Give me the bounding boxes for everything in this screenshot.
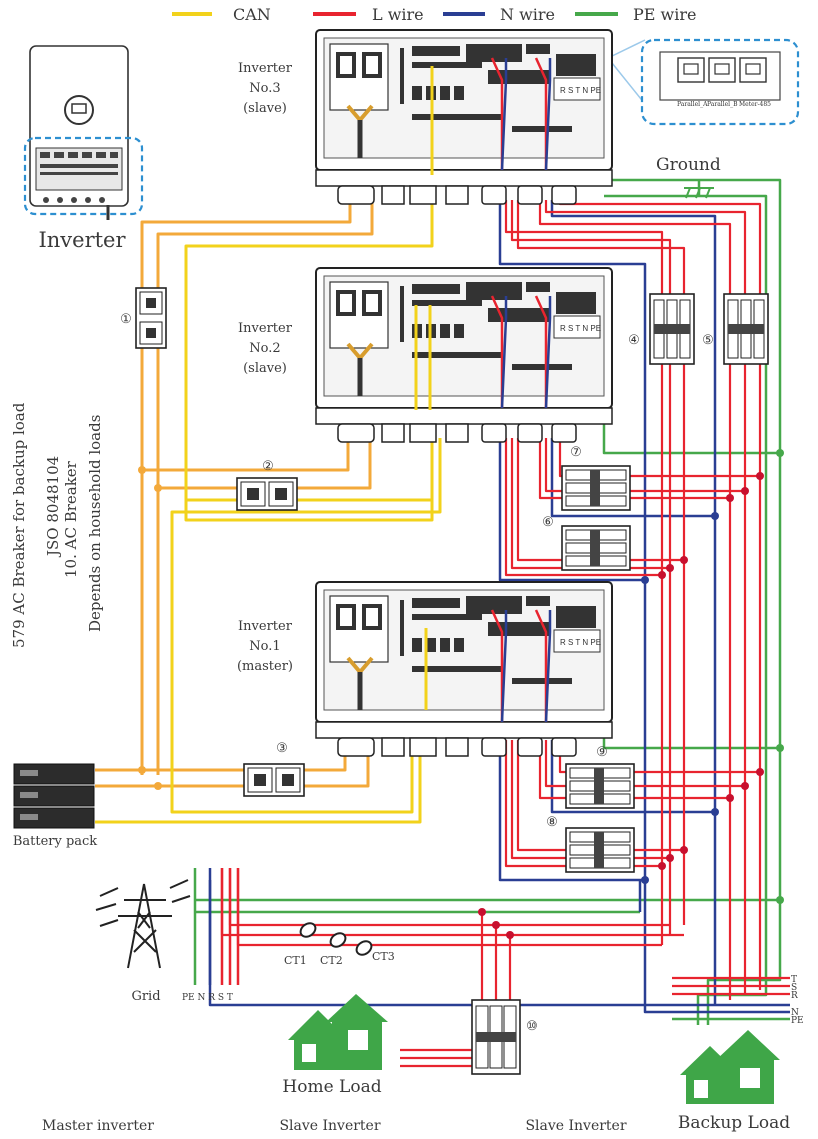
current-transformers: CT1 CT2 CT3 bbox=[284, 922, 395, 967]
breaker-2-label: ② bbox=[262, 459, 274, 474]
ports-callout: Parallel_A Parallel_B Meter-485 bbox=[607, 38, 800, 126]
grid-phase-labels: PE N R S T bbox=[182, 993, 233, 1003]
breaker-9: ⑨ bbox=[565, 745, 635, 809]
note-line-1: 579 AC Breaker for backup load bbox=[10, 402, 28, 648]
grid-phase-lines bbox=[193, 868, 240, 985]
breaker-7-label: ⑦ bbox=[570, 445, 582, 460]
inverter-3: Inverter No.3 (slave) bbox=[238, 30, 612, 204]
inverter-1: Inverter No.1 (master) bbox=[237, 582, 612, 756]
breaker-1: ① bbox=[120, 287, 167, 349]
footer-slave-inverter-1: Slave Inverter bbox=[279, 1118, 380, 1134]
bus-label-t: T bbox=[791, 975, 797, 985]
breaker-8: ⑧ bbox=[546, 815, 635, 873]
transmission-tower-icon bbox=[95, 879, 191, 969]
ground-label: Ground bbox=[656, 155, 721, 175]
breaker-9-label: ⑨ bbox=[596, 745, 608, 760]
backup-load: Backup Load bbox=[678, 1030, 790, 1133]
inverter-3-role: (slave) bbox=[243, 101, 287, 116]
breaker-6: ⑥ bbox=[542, 515, 631, 571]
inverter-1-role: (master) bbox=[237, 659, 293, 674]
home-load: Home Load bbox=[282, 994, 388, 1097]
note-line-3: 10. AC Breaker bbox=[62, 460, 80, 578]
breaker-1-label: ① bbox=[120, 312, 132, 327]
port-label-parallel-a: Parallel_A bbox=[677, 101, 708, 108]
inverter-1-number: No.1 bbox=[249, 639, 280, 654]
bus-label-pe: PE bbox=[791, 1016, 804, 1026]
grid-label: Grid bbox=[131, 989, 160, 1004]
display-icon bbox=[64, 95, 94, 125]
inverter-2-name: Inverter bbox=[238, 321, 293, 336]
port-label-meter-485: Meter-485 bbox=[739, 101, 771, 108]
backup-bus-labels: T S R N PE bbox=[791, 975, 804, 1026]
inverter-3-name: Inverter bbox=[238, 61, 293, 76]
thumbnail-callout-box bbox=[23, 136, 144, 216]
battery-icon bbox=[13, 763, 95, 829]
legend-label-pe-wire: PE wire bbox=[633, 5, 696, 24]
breaker-5: ⑤ bbox=[702, 293, 769, 365]
breaker-4-label: ④ bbox=[628, 333, 640, 348]
note-line-4: Depends on household loads bbox=[86, 415, 104, 632]
breaker-10: ⑩ bbox=[471, 999, 538, 1075]
backup-load-label: Backup Load bbox=[678, 1113, 790, 1133]
house-icon bbox=[680, 1030, 780, 1104]
inverter-2: Inverter No.2 (slave) bbox=[238, 268, 612, 442]
home-load-label: Home Load bbox=[282, 1077, 381, 1097]
footer-slave-inverter-2: Slave Inverter bbox=[525, 1118, 626, 1134]
bus-label-n: N bbox=[791, 1008, 799, 1018]
port-label-parallel-b: Parallel_B bbox=[707, 101, 738, 108]
battery-junctions bbox=[138, 466, 162, 790]
house-icon bbox=[288, 994, 388, 1070]
wires bbox=[95, 66, 790, 1068]
battery-label: Battery pack bbox=[13, 834, 97, 849]
footer-master-inverter: Master inverter bbox=[42, 1118, 154, 1134]
legend: CAN L wire N wire PE wire bbox=[172, 5, 696, 24]
rj45-port-icon bbox=[677, 57, 767, 83]
ct2-label: CT2 bbox=[320, 954, 343, 967]
breaker-2: ② bbox=[236, 459, 298, 511]
battery-pack: Battery pack bbox=[13, 763, 97, 849]
inverter-2-number: No.2 bbox=[249, 341, 280, 356]
legend-label-n-wire: N wire bbox=[500, 5, 555, 24]
legend-label-l-wire: L wire bbox=[372, 5, 424, 24]
ct-icon bbox=[299, 922, 373, 956]
inverter-1-name: Inverter bbox=[238, 619, 293, 634]
breaker-10-label: ⑩ bbox=[526, 1019, 538, 1034]
breaker-3-label: ③ bbox=[276, 741, 288, 756]
note-line-2: JSO 8048104 bbox=[44, 456, 62, 558]
breaker-5-label: ⑤ bbox=[702, 333, 714, 348]
notes: 579 AC Breaker for backup load JSO 80481… bbox=[10, 402, 104, 648]
ct3-label: CT3 bbox=[372, 950, 395, 963]
breaker-8-label: ⑧ bbox=[546, 815, 558, 830]
inverter-3-number: No.3 bbox=[249, 81, 280, 96]
breaker-3: ③ bbox=[243, 741, 305, 797]
bus-label-r: R bbox=[791, 991, 798, 1001]
thumbnail-label: Inverter bbox=[38, 228, 126, 252]
breaker-6-label: ⑥ bbox=[542, 515, 554, 530]
breaker-7: ⑦ bbox=[561, 445, 631, 511]
ct1-label: CT1 bbox=[284, 954, 307, 967]
footer: Master inverter Slave Inverter Slave Inv… bbox=[42, 1118, 627, 1134]
bus-label-s: S bbox=[791, 983, 797, 993]
inverter-2-role: (slave) bbox=[243, 361, 287, 376]
legend-label-can: CAN bbox=[233, 5, 271, 24]
ground-icon bbox=[684, 187, 714, 199]
grid: Grid PE N R S T bbox=[95, 868, 240, 1004]
breaker-4: ④ bbox=[628, 293, 695, 365]
inverter-thumbnail: Inverter bbox=[23, 45, 144, 252]
ground-symbol: Ground bbox=[656, 155, 721, 199]
